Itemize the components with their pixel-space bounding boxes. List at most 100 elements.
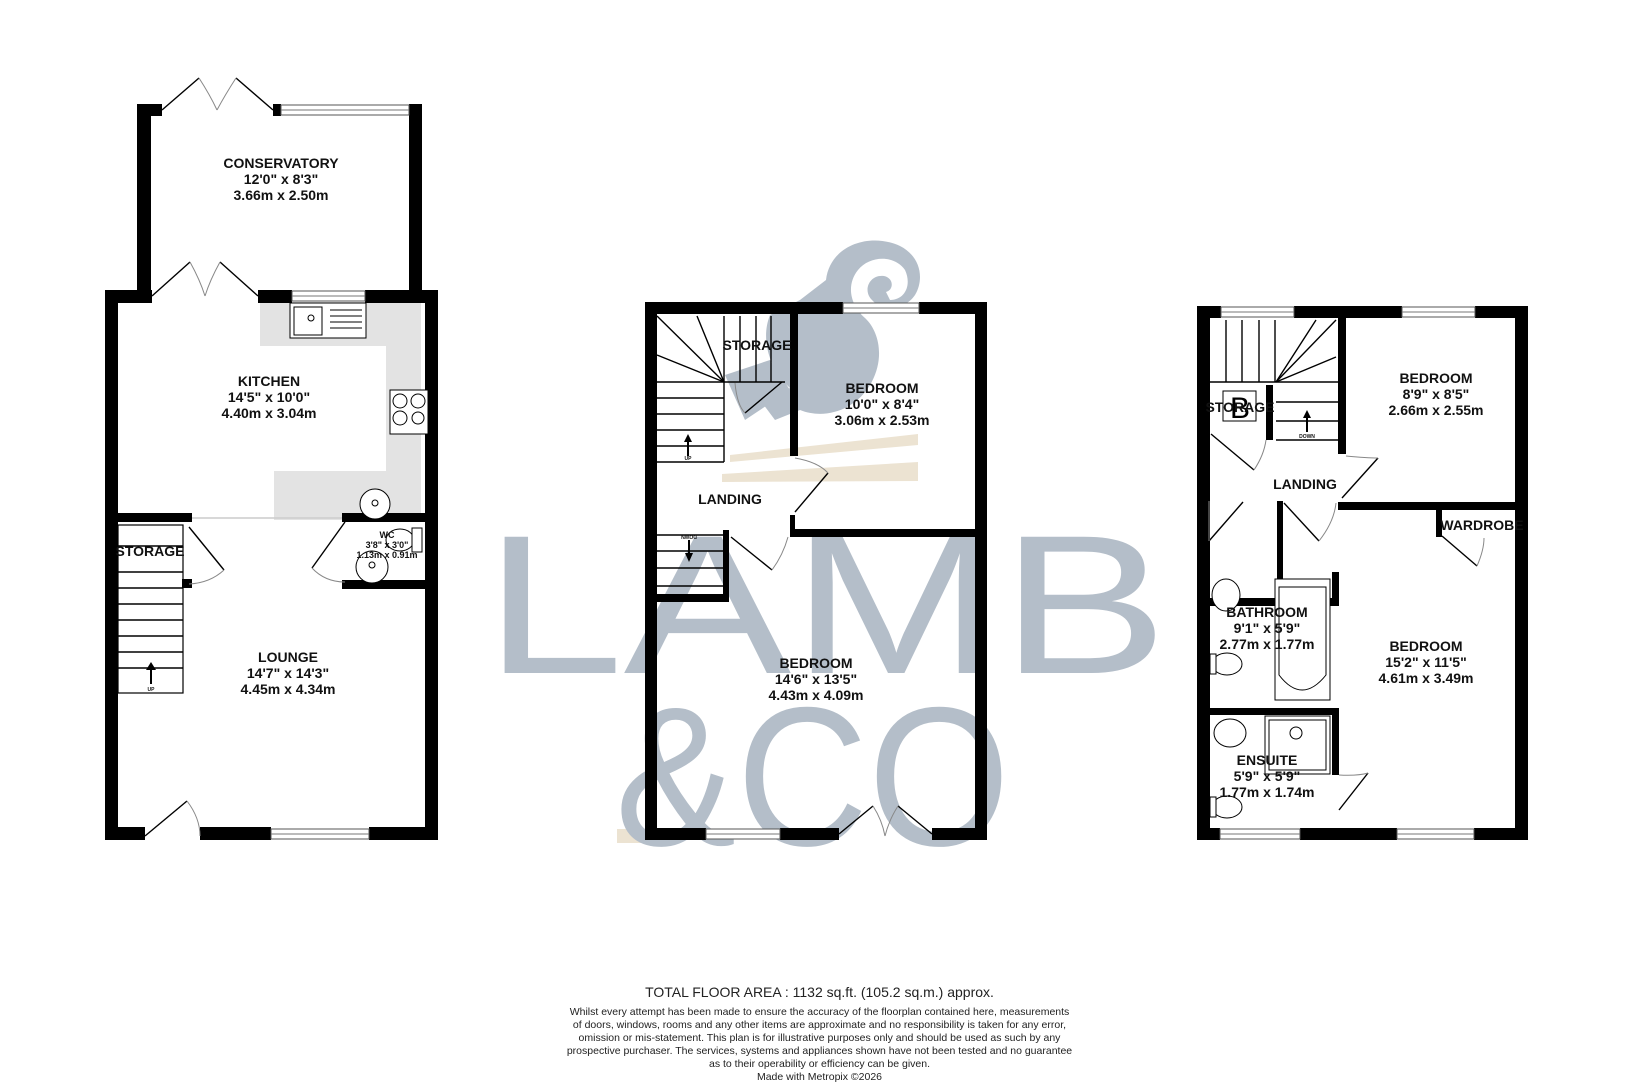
front-door <box>144 800 201 837</box>
svg-text:B: B <box>1230 392 1250 425</box>
disclaimer-line: Whilst every attempt has been made to en… <box>569 1006 1070 1018</box>
svg-text:3'8" x 3'0": 3'8" x 3'0" <box>366 540 409 550</box>
stairs-label: DOWN <box>681 533 697 539</box>
bedroom-door <box>730 536 789 571</box>
toilet-icon <box>1209 795 1243 819</box>
wall <box>790 529 975 537</box>
svg-text:4.43m x 4.09m: 4.43m x 4.09m <box>769 687 864 703</box>
svg-text:LOUNGE: LOUNGE <box>258 649 318 665</box>
bath-icon <box>1274 578 1331 701</box>
svg-text:8'9" x 8'5": 8'9" x 8'5" <box>1403 386 1470 402</box>
french-door <box>151 261 259 297</box>
wall <box>919 302 987 314</box>
watermark-stripe <box>722 462 918 482</box>
second-floor-plan: DOWN B <box>1197 306 1528 840</box>
disclaimer-line: omission or mis-statement. This plan is … <box>578 1032 1061 1044</box>
svg-text:12'0" x 8'3": 12'0" x 8'3" <box>244 171 318 187</box>
room-label-storage: STORAGE <box>723 337 792 353</box>
svg-text:9'1" x 5'9": 9'1" x 5'9" <box>1234 620 1301 636</box>
disclaimer-line: of doors, windows, rooms and any other i… <box>572 1019 1067 1031</box>
ram-head-icon <box>725 240 920 420</box>
svg-text:1.13m x 0.91m: 1.13m x 0.91m <box>356 550 417 560</box>
room-label-kitchen: KITCHEN 14'5" x 10'0" 4.40m x 3.04m <box>222 373 317 421</box>
svg-text:BEDROOM: BEDROOM <box>779 655 852 671</box>
room-label-bedroom: BEDROOM 14'6" x 13'5" 4.43m x 4.09m <box>769 655 864 703</box>
toilet-icon <box>1209 652 1243 676</box>
arrow-down-icon <box>685 540 693 562</box>
wall <box>975 302 987 840</box>
svg-text:14'7" x 14'3": 14'7" x 14'3" <box>247 665 329 681</box>
bedroom-door <box>1341 455 1379 499</box>
wall <box>137 104 162 116</box>
window <box>1401 306 1476 318</box>
wall <box>273 104 281 116</box>
room-label-storage: STORAGE <box>1206 399 1275 415</box>
svg-text:2.66m x 2.55m: 2.66m x 2.55m <box>1389 402 1484 418</box>
svg-text:4.40m x 3.04m: 4.40m x 3.04m <box>222 405 317 421</box>
window <box>1219 828 1301 840</box>
svg-text:3.66m x 2.50m: 3.66m x 2.50m <box>234 187 329 203</box>
wall <box>1338 502 1515 510</box>
ensuite-door <box>1338 772 1369 811</box>
wall <box>137 104 151 296</box>
storage-door <box>1210 433 1267 471</box>
svg-text:2.77m x 1.77m: 2.77m x 1.77m <box>1220 636 1315 652</box>
room-label-conservatory: CONSERVATORY 12'0" x 8'3" 3.66m x 2.50m <box>223 155 339 203</box>
wall <box>1515 306 1528 840</box>
disclaimer-line: as to their operability or efficiency ca… <box>708 1058 930 1070</box>
room-label-bedroom: BEDROOM 10'0" x 8'4" 3.06m x 2.53m <box>835 380 930 428</box>
room-label-lounge: LOUNGE 14'7" x 14'3" 4.45m x 4.34m <box>241 649 336 697</box>
french-door <box>838 805 933 837</box>
svg-text:BEDROOM: BEDROOM <box>1399 370 1472 386</box>
watermark-stripe <box>617 829 645 843</box>
svg-text:KITCHEN: KITCHEN <box>238 373 300 389</box>
wall <box>409 104 422 296</box>
boiler-icon: B <box>1222 390 1257 425</box>
arrow-up-icon <box>684 434 692 456</box>
window <box>280 104 410 116</box>
wall <box>342 513 425 522</box>
bedroom-door <box>794 457 829 513</box>
wall <box>425 290 438 840</box>
svg-text:1.77m x 1.74m: 1.77m x 1.74m <box>1220 784 1315 800</box>
storage-door <box>188 526 225 585</box>
room-label-bathroom: BATHROOM 9'1" x 5'9" 2.77m x 1.77m <box>1220 604 1315 652</box>
wardrobe-door <box>1441 535 1485 567</box>
bathroom-door <box>1208 500 1244 542</box>
svg-text:15'2" x 11'5": 15'2" x 11'5" <box>1385 654 1466 670</box>
shower-icon <box>1264 715 1331 775</box>
svg-text:BEDROOM: BEDROOM <box>1389 638 1462 654</box>
watermark: LAMB &CO <box>484 240 1168 887</box>
room-label-storage: STORAGE <box>116 543 185 559</box>
wall <box>105 290 118 840</box>
staircase: DOWN <box>1210 319 1338 441</box>
svg-text:CONSERVATORY: CONSERVATORY <box>223 155 339 171</box>
window <box>705 828 781 840</box>
hob-icon <box>389 389 429 435</box>
stairs-label: DOWN <box>1299 434 1315 440</box>
wall <box>790 314 798 456</box>
room-label-landing: LANDING <box>1273 476 1337 492</box>
room-label-wardrobe: WARDROBE <box>1440 517 1523 533</box>
svg-text:14'5" x 10'0": 14'5" x 10'0" <box>228 389 310 405</box>
ground-floor-plan: UP <box>105 77 438 840</box>
window <box>270 828 370 840</box>
svg-text:4.45m x 4.34m: 4.45m x 4.34m <box>241 681 336 697</box>
basin-icon <box>359 488 391 520</box>
staircase: UP <box>656 315 785 463</box>
svg-text:BATHROOM: BATHROOM <box>1226 604 1307 620</box>
room-label-landing: LANDING <box>698 491 762 507</box>
disclaimer: Whilst every attempt has been made to en… <box>0 1006 1639 1084</box>
wall <box>258 290 292 303</box>
window <box>1220 306 1295 318</box>
basin-icon <box>1211 578 1241 612</box>
staircase: UP <box>117 524 184 694</box>
wc-door <box>311 521 346 583</box>
svg-text:ENSUITE: ENSUITE <box>1237 752 1298 768</box>
room-label-wc: WC 3'8" x 3'0" 1.13m x 0.91m <box>356 530 417 560</box>
wall <box>645 302 657 840</box>
arrow-up-icon <box>146 662 156 684</box>
french-door <box>161 77 274 111</box>
first-floor-plan: UP DOWN BEDROOM 10'0" x 8'4" 3.06m x 2.5… <box>645 302 987 840</box>
wall <box>118 513 192 522</box>
